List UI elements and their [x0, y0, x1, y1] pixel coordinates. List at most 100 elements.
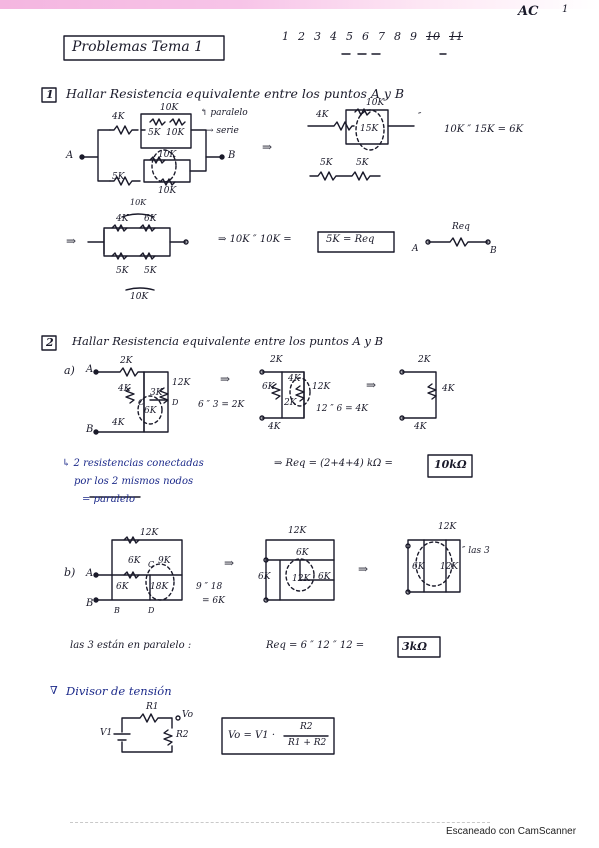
p1s2-result-boxed: 5K = Req	[326, 234, 375, 245]
p2b-s2-r-top: 12K	[438, 522, 457, 532]
checklist-item: 6	[362, 30, 369, 43]
p2b-s2-r-left: 6K	[412, 562, 425, 572]
p2b-node-c: C	[148, 560, 155, 569]
p2b-r-left: 6K	[128, 556, 141, 566]
p1-r-top-left: 4K	[112, 112, 125, 122]
p2a-r-right: 12K	[172, 378, 191, 388]
p1s1-mark: ″	[418, 112, 422, 122]
divider-r2: R2	[176, 730, 189, 740]
p2b-step1-circuit	[263, 539, 335, 603]
checklist-item: 2	[298, 30, 305, 43]
p2b-r-top: 12K	[140, 528, 159, 538]
divider-circuit	[113, 713, 335, 755]
p1s1-r-bottom-right: 5K	[356, 158, 369, 168]
arrow-icon: ⇒	[66, 234, 77, 248]
p1s2-result-prefix-text: 10K ″ 10K =	[229, 234, 292, 245]
p1s1-r-bottom-left: 5K	[320, 158, 333, 168]
arrow-icon: ⇒	[220, 372, 231, 386]
checklist-item: 8	[394, 30, 401, 43]
p1s2-top-total: 10K	[130, 198, 147, 207]
p2b-conclusion-formula: Req = 6 ″ 12 ″ 12 =	[266, 640, 365, 651]
p2b-circuit	[93, 536, 183, 603]
arrow-icon: ⇒	[358, 562, 369, 576]
p2a-s1-r-a: 4K	[288, 374, 301, 384]
checklist-item: 4	[330, 30, 337, 43]
p2b-conclusion: las 3 están en paralelo :	[70, 640, 192, 651]
checklist-item: 5	[346, 30, 353, 43]
p2a-parallel-calc: 6 ″ 3 = 2K	[198, 400, 245, 410]
p2a-note-line3: = paralelo	[82, 494, 135, 505]
p2a-req-formula: ⇒ Req = (2+4+4) kΩ =	[274, 458, 393, 469]
p2a-s1-calc: 12 ″ 6 = 4K	[316, 404, 368, 414]
p2b-step2-circuit	[405, 539, 461, 595]
p2a-s1-r-mid: 2K	[284, 398, 297, 408]
p2a-step2-circuit	[399, 369, 437, 421]
p2b-conclusion-boxed: 3kΩ	[402, 640, 428, 653]
result-box-sides	[317, 231, 395, 253]
p1-r-inner-right: 10K	[166, 128, 185, 138]
p1s1-r-top-left: 4K	[316, 110, 329, 120]
p2b-calc-line1: 9 ″ 18	[196, 582, 223, 592]
p2b-s1-r-right: 6K	[318, 572, 331, 582]
checklist-item: 1	[282, 30, 289, 43]
divider-v1: V1	[100, 728, 113, 738]
p2a-req-boxed: 10kΩ	[434, 458, 467, 471]
page-title: Problemas Tema 1	[72, 39, 204, 55]
p1s2-node-b: B	[490, 246, 497, 256]
p2a-r-top: 2K	[120, 356, 133, 366]
p1-step1-circuit	[307, 108, 415, 181]
p2b-s2-r-right: 12K	[440, 562, 459, 572]
p2a-s1-r-bottom: 4K	[268, 422, 281, 432]
p2a-step1-circuit	[259, 369, 311, 421]
p2a-note-line2: por los 2 mismos nodos	[74, 476, 194, 487]
p2a-r-mid: 3K	[150, 388, 163, 398]
p2a-label: a)	[64, 364, 75, 377]
p2b-s1-r-center: 12K	[292, 574, 311, 584]
p2a-node-a: A	[86, 364, 94, 375]
p2b-r-a: 6K	[116, 582, 129, 592]
p2b-node-a: A	[86, 568, 94, 579]
p2b-s1-r-mid: 6K	[296, 548, 309, 558]
page-number: 1	[562, 4, 569, 15]
p2-number-box	[41, 335, 57, 351]
checklist-item: 10	[426, 30, 440, 43]
p2b-node-b2: B	[114, 606, 120, 615]
p1s2-r-bottom-right: 5K	[144, 266, 157, 276]
divider-bullet: ∇	[50, 684, 58, 697]
p1-r-top-right: 10K	[160, 103, 179, 113]
p1s1-result: 10K ″ 15K = 6K	[444, 124, 524, 135]
p1-node-b: B	[228, 150, 236, 161]
p1-note-series-text: serie	[216, 126, 239, 136]
p1s1-r-inner: 15K	[360, 124, 379, 134]
p1-note-series: → serie	[206, 126, 239, 136]
page-bottom-line	[70, 822, 490, 823]
p2b-label: b)	[64, 566, 76, 579]
p1-step2-circuit	[87, 213, 491, 291]
p1-note-parallel-text: paralelo	[210, 108, 248, 118]
p1s1-r-top-right: 10K	[366, 98, 385, 108]
p2a-node-d: D	[172, 398, 179, 407]
p2b-s2-note: ″ las 3	[462, 546, 490, 556]
page-top-strip	[0, 0, 599, 9]
divider-numerator: R2	[300, 722, 313, 732]
p1-note-parallel: ↰ paralelo	[200, 108, 248, 118]
p2a-s2-r-bottom: 4K	[414, 422, 427, 432]
p2b-s1-r-left: 6K	[258, 572, 271, 582]
p1s2-r-top-right: 6K	[144, 214, 157, 224]
divider-formula-box	[221, 717, 335, 755]
title-frame	[63, 35, 225, 61]
p1-r-bottom-mid: 10K	[158, 150, 177, 160]
p1s2-result-prefix: ⇒ 10K ″ 10K =	[218, 234, 292, 245]
p2a-s2-r-right: 4K	[442, 384, 455, 394]
p1s2-bottom-total: 10K	[130, 292, 149, 302]
checklist-item: 7	[378, 30, 385, 43]
p1s2-req-label: Req	[452, 222, 470, 232]
divider-formula-left: Vo = V1 ·	[228, 730, 276, 741]
p1s2-r-bottom-left: 5K	[116, 266, 129, 276]
p1-r-bottom-right: 10K	[158, 186, 177, 196]
p1-r-bottom-left: 5K	[112, 172, 125, 182]
divider-heading: Divisor de tensión	[66, 684, 172, 698]
p2a-r-bottom: 4K	[112, 418, 125, 428]
